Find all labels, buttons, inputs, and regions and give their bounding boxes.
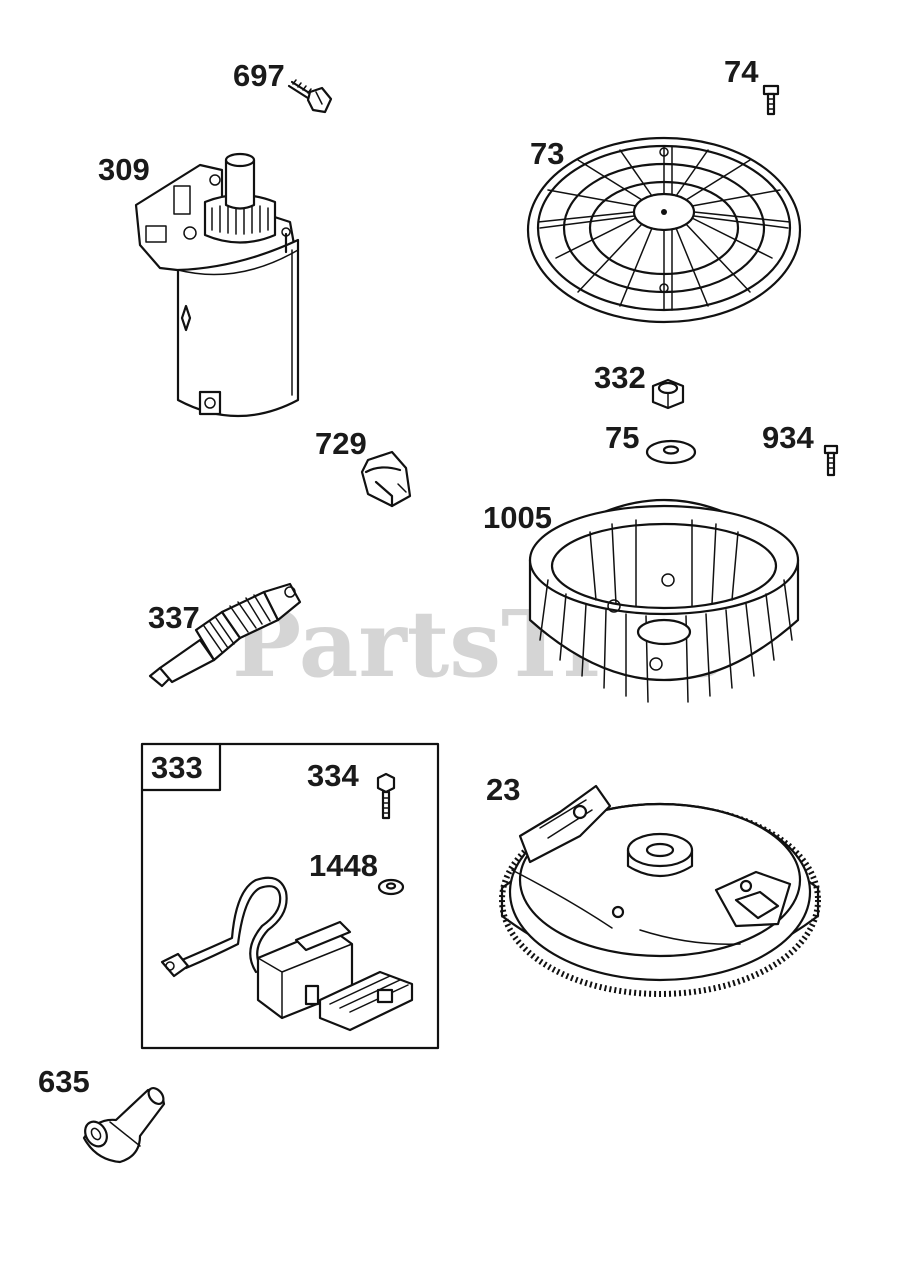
part-label-23: 23 bbox=[486, 772, 520, 807]
washer-1448[interactable]: 1448 bbox=[309, 848, 405, 896]
part-label-934: 934 bbox=[762, 420, 814, 455]
starter-motor-icon bbox=[134, 152, 300, 418]
starter-motor-309[interactable]: 309 bbox=[98, 152, 300, 418]
part-label-337: 337 bbox=[148, 600, 200, 635]
screw-334[interactable]: 334 bbox=[307, 758, 396, 820]
ignition-armature-icon bbox=[160, 876, 414, 1032]
clip-729[interactable]: 729 bbox=[315, 426, 412, 508]
part-label-1005: 1005 bbox=[483, 500, 552, 535]
part-label-635: 635 bbox=[38, 1064, 90, 1099]
fan-screen-icon bbox=[526, 136, 802, 324]
part-label-75: 75 bbox=[605, 420, 639, 455]
spark-plug-boot-icon bbox=[82, 1087, 166, 1164]
fan-screen-73[interactable]: 73 bbox=[526, 136, 802, 324]
assembly-box bbox=[140, 742, 440, 1050]
spark-plug-icon bbox=[148, 582, 302, 688]
screw-icon bbox=[823, 444, 839, 477]
part-label-73: 73 bbox=[530, 136, 564, 171]
screw-74[interactable]: 74 bbox=[724, 54, 780, 116]
ignition-armature-333[interactable]: 333 bbox=[140, 742, 440, 1050]
spark-plug-337[interactable]: 337 bbox=[148, 582, 302, 688]
screw-934[interactable]: 934 bbox=[762, 420, 839, 477]
washer-75[interactable]: 75 bbox=[605, 420, 697, 465]
part-label-729: 729 bbox=[315, 426, 367, 461]
fan-icon bbox=[528, 499, 800, 703]
fan-1005[interactable]: 1005 bbox=[483, 499, 800, 703]
flywheel-icon bbox=[499, 784, 821, 997]
part-label-697: 697 bbox=[233, 58, 285, 93]
bolt-697[interactable]: 697 bbox=[233, 58, 333, 114]
flywheel-23[interactable]: 23 bbox=[486, 772, 821, 997]
part-label-332: 332 bbox=[594, 360, 646, 395]
washer-icon bbox=[645, 439, 697, 465]
part-label-309: 309 bbox=[98, 152, 150, 187]
spark-plug-boot-635[interactable]: 635 bbox=[38, 1064, 166, 1164]
bolt-icon bbox=[287, 79, 333, 114]
screw-icon bbox=[762, 84, 780, 116]
part-label-334: 334 bbox=[307, 758, 359, 793]
clip-icon bbox=[360, 450, 412, 508]
nut-332[interactable]: 332 bbox=[594, 360, 685, 410]
part-label-333: 333 bbox=[151, 750, 203, 785]
part-label-74: 74 bbox=[724, 54, 759, 89]
washer-icon bbox=[377, 878, 405, 896]
nut-icon bbox=[651, 378, 685, 410]
part-label-1448: 1448 bbox=[309, 848, 378, 883]
screw-icon bbox=[376, 772, 396, 820]
